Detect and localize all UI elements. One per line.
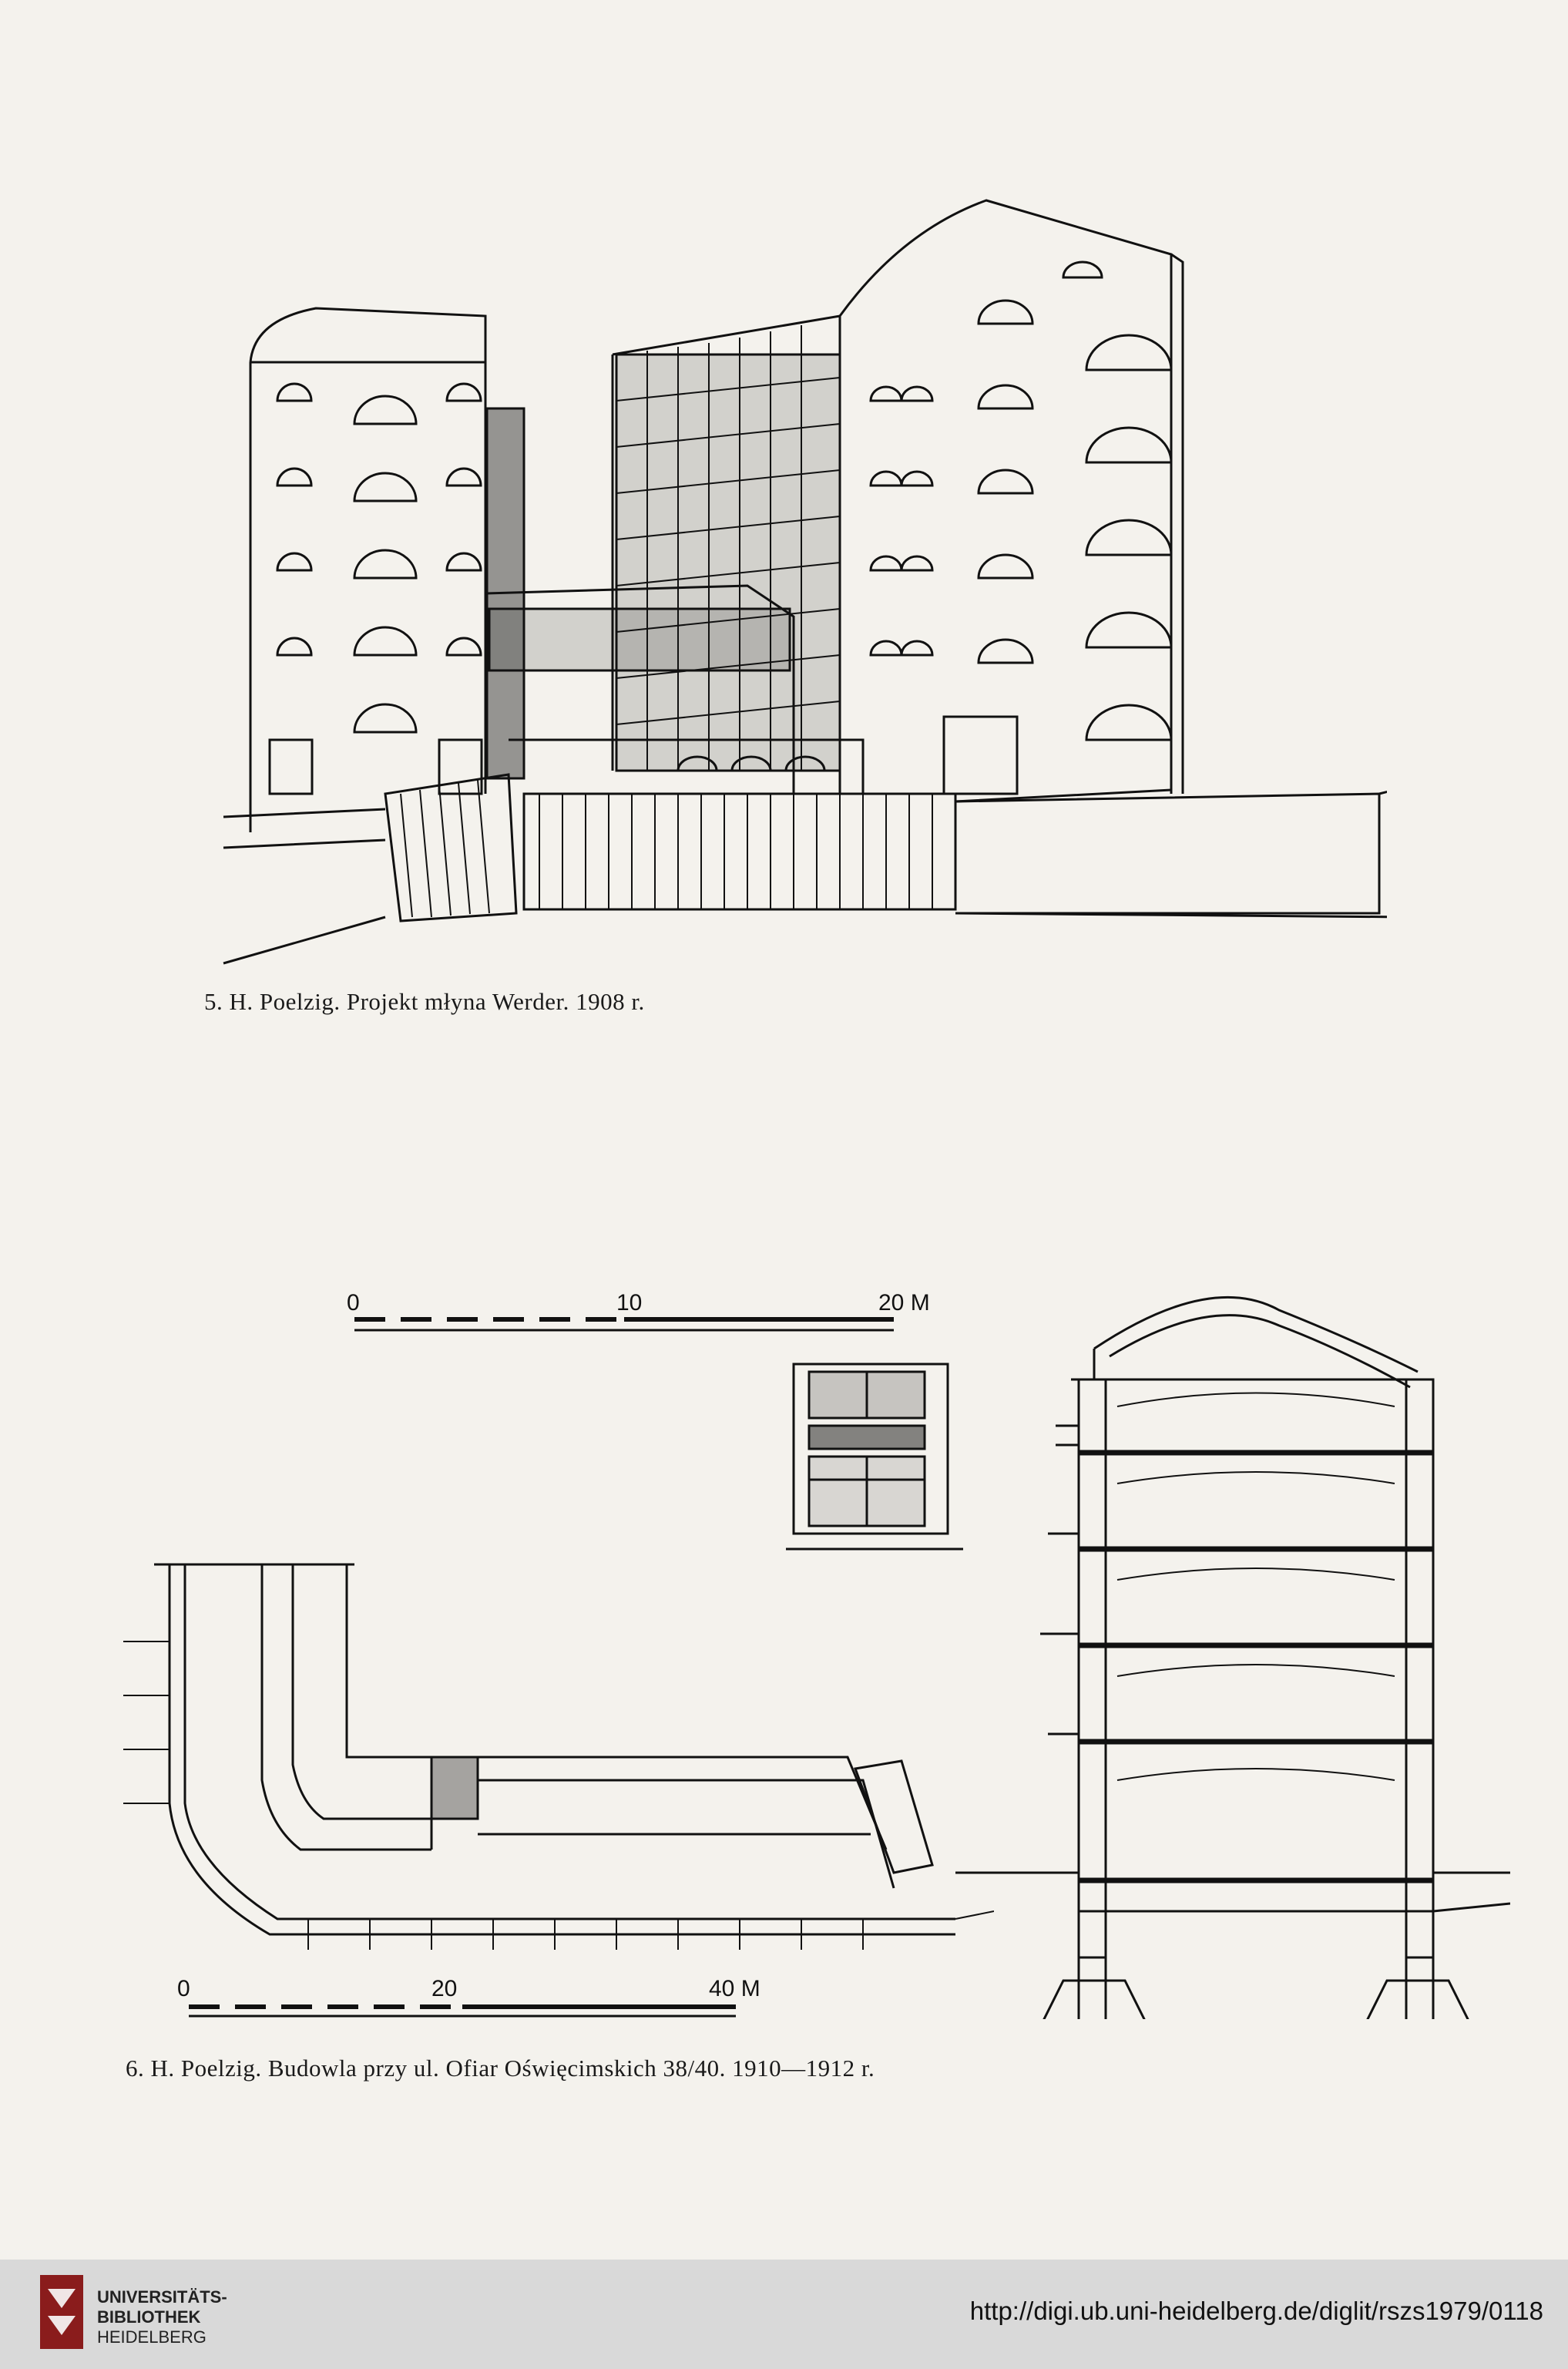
figure-5-caption: 5. H. Poelzig. Projekt młyna Werder. 190… [204,988,645,1015]
library-name-line1: UNIVERSITÄTS- [97,2287,227,2307]
library-name-line2: BIBLIOTHEK [97,2307,201,2327]
digitization-footer [0,2260,1568,2369]
library-name: UNIVERSITÄTS- BIBLIOTHEK HEIDELBERG [97,2287,227,2347]
scale-top-label-10: 10 [616,1290,642,1316]
scale-bottom-label-40: 40 M [709,1976,760,2001]
scale-bottom-label-0: 0 [177,1976,190,2001]
scale-bottom-label-20: 20 [431,1976,457,2001]
scale-bar-bottom: 0 20 40 M [170,1973,801,2027]
scale-top-label-20: 20 M [878,1290,930,1316]
figure-6-caption: 6. H. Poelzig. Budowla przy ul. Ofiar Oś… [126,2055,875,2082]
scale-bar-top: 0 10 20 M [339,1279,955,1341]
figure-5-drawing [208,185,1387,979]
source-url[interactable]: http://digi.ub.uni-heidelberg.de/diglit/… [969,2297,1543,2325]
university-library-logo-icon [39,2273,85,2351]
facade-detail-drawing [778,1349,971,1557]
scale-top-label-0: 0 [347,1290,360,1316]
library-name-line3: HEIDELBERG [97,2327,206,2347]
building-section-drawing [955,1248,1510,2019]
floor-plan-drawing [116,1549,994,1965]
